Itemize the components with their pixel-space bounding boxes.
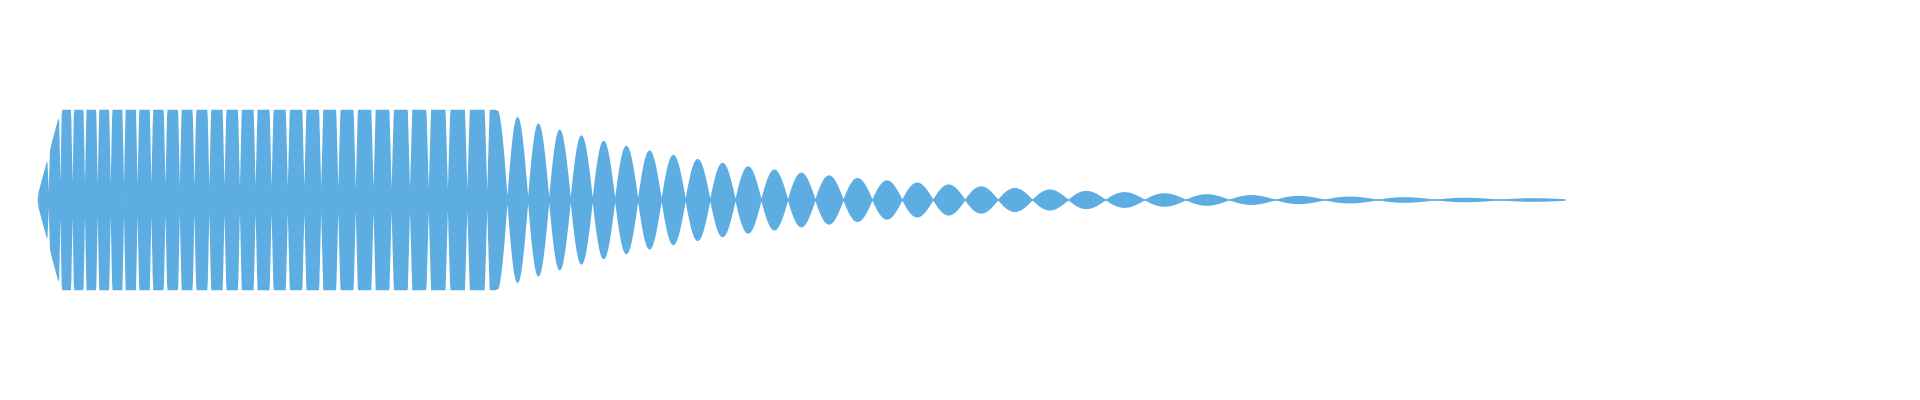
waveform-shape (37, 109, 1566, 291)
